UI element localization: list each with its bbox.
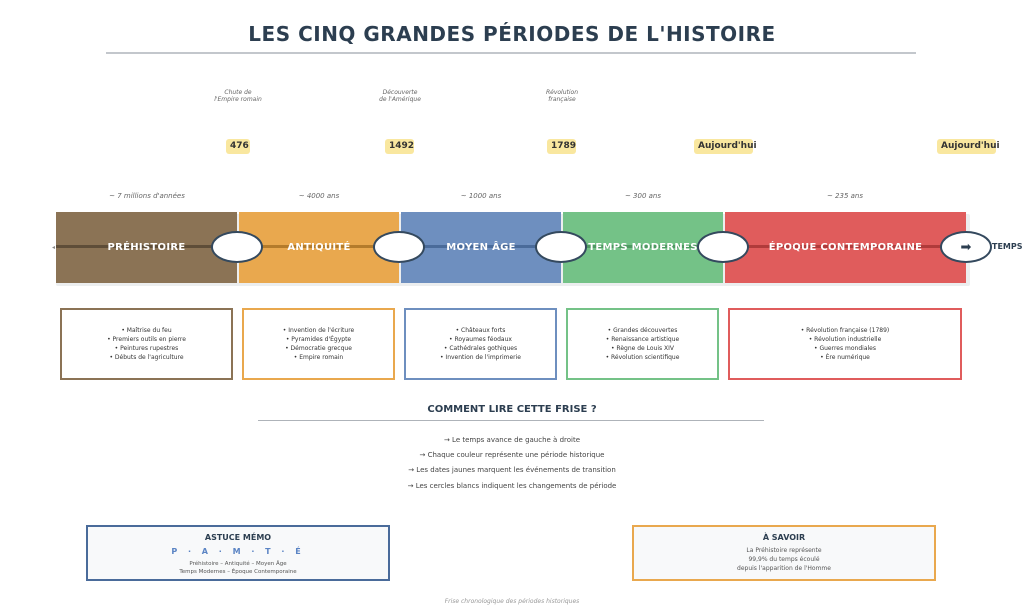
detail-item: • Révolution scientifique [605,354,680,361]
detail-item: • Grandes découvertes [607,327,678,334]
transition-circle [211,231,263,263]
event-line: Révolution [545,89,579,96]
detail-item: • Invention de l'imprimerie [439,354,521,361]
date-badge: 1789 [547,139,576,154]
fact-line: depuis l'apparition de l'Homme [737,565,831,572]
how-to-read-line: → Le temps avance de gauche à droite [443,436,581,444]
transition-circle [697,231,749,263]
arrow-right-icon: ➡ [940,231,992,263]
details-prehistoire: • Maîtrise du feu • Premiers outils en p… [60,308,233,380]
how-to-read-divider [258,420,764,421]
period-label: MOYEN ÂGE [446,242,516,253]
detail-item: • Révolution française (1789) [800,327,890,334]
detail-item: • Empire romain [293,354,344,361]
event-line: Découverte [382,89,418,96]
duration-label: ~ 1000 ans [460,192,502,200]
memo-tip-box: ASTUCE MÉMO P · A · M · T · É Préhistoir… [86,525,390,581]
time-axis-segment [725,245,985,248]
detail-item: • Débuts de l'agriculture [109,354,184,361]
event-label-fall-rome: Chute de l'Empire romain [193,89,283,103]
time-axis-label: TEMPS [992,242,1023,251]
how-to-read-line: → Les cercles blancs indiquent les chang… [407,482,617,490]
period-label: TEMPS MODERNES [588,242,698,253]
detail-item: • Renaissance artistique [605,336,680,343]
event-line: de l'Amérique [379,96,421,103]
title-divider [106,52,916,54]
axis-start-marker: ◂ [52,244,56,251]
page-title: LES CINQ GRANDES PÉRIODES DE L'HISTOIRE [248,22,776,46]
period-antiquite: ANTIQUITÉ [239,212,399,283]
memo-mnemonic: P · A · M · T · É [171,547,305,556]
how-to-read-title: COMMENT LIRE CETTE FRISE ? [427,404,597,415]
detail-item: • Peintures rupestres [114,345,179,352]
details-moyen-age: • Châteaux forts • Royaumes féodaux • Ca… [404,308,557,380]
details-temps-modernes: • Grandes découvertes • Renaissance arti… [566,308,719,380]
transition-circle [535,231,587,263]
detail-item: • Invention de l'écriture [282,327,355,334]
detail-item: • Règne de Louis XIV [610,345,675,352]
event-line: française [548,96,576,103]
period-label: PRÉHISTOIRE [107,242,186,253]
time-axis-segment [563,245,723,248]
time-axis-segment [401,245,561,248]
detail-item: • Ère numérique [820,354,870,361]
fact-box: À SAVOIR La Préhistoire représente 99,9%… [632,525,936,581]
period-moyen-age: MOYEN ÂGE [401,212,561,283]
detail-item: • Cathédrales gothiques [443,345,518,352]
detail-item: • Châteaux forts [455,327,506,334]
memo-line: Temps Modernes – Époque Contemporaine [179,569,297,575]
detail-item: • Premiers outils en pierre [107,336,186,343]
detail-item: • Royaumes féodaux [449,336,512,343]
duration-label: ~ 300 ans [624,192,662,200]
detail-item: • Maîtrise du feu [121,327,172,334]
figure-caption: Frise chronologique des périodes histori… [444,598,580,605]
event-label-revolution: Révolution française [517,89,607,103]
fact-title: À SAVOIR [762,533,806,542]
duration-label: ~ 4000 ans [298,192,340,200]
memo-line: Préhistoire – Antiquité – Moyen Âge [189,561,287,567]
arrow-glyph: ➡ [960,239,972,255]
detail-item: • Démocratie grecque [285,345,352,352]
date-badge: Aujourd'hui [694,139,757,154]
duration-label: ~ 7 millions d'années [109,192,185,200]
event-line: l'Empire romain [214,96,262,103]
period-epoque-contemporaine: ÉPOQUE CONTEMPORAINE [725,212,985,283]
how-to-read-line: → Chaque couleur représente une période … [419,451,605,459]
event-label-america: Découverte de l'Amérique [355,89,445,103]
detail-item: • Pyramides d'Égypte [285,336,352,343]
date-badge: Aujourd'hui [937,139,1000,154]
period-temps-modernes: TEMPS MODERNES [563,212,723,283]
detail-item: • Révolution industrielle [808,336,882,343]
period-prehistoire: PRÉHISTOIRE [56,212,237,283]
details-epoque-contemporaine: • Révolution française (1789) • Révoluti… [728,308,962,380]
period-label: ANTIQUITÉ [287,242,351,253]
fact-line: La Préhistoire représente [746,547,822,554]
date-badge: 476 [226,139,250,154]
details-antiquite: • Invention de l'écriture • Pyramides d'… [242,308,395,380]
how-to-read-line: → Les dates jaunes marquent les événemen… [408,466,616,474]
time-axis-segment [56,245,237,248]
transition-circle [373,231,425,263]
fact-line: 99,9% du temps écoulé [748,556,820,563]
duration-label: ~ 235 ans [826,192,864,200]
memo-tip-title: ASTUCE MÉMO [204,533,272,542]
detail-item: • Guerres mondiales [814,345,876,352]
date-badge: 1492 [385,139,414,154]
period-label: ÉPOQUE CONTEMPORAINE [768,242,923,253]
event-line: Chute de [224,89,252,96]
time-axis-segment [239,245,399,248]
